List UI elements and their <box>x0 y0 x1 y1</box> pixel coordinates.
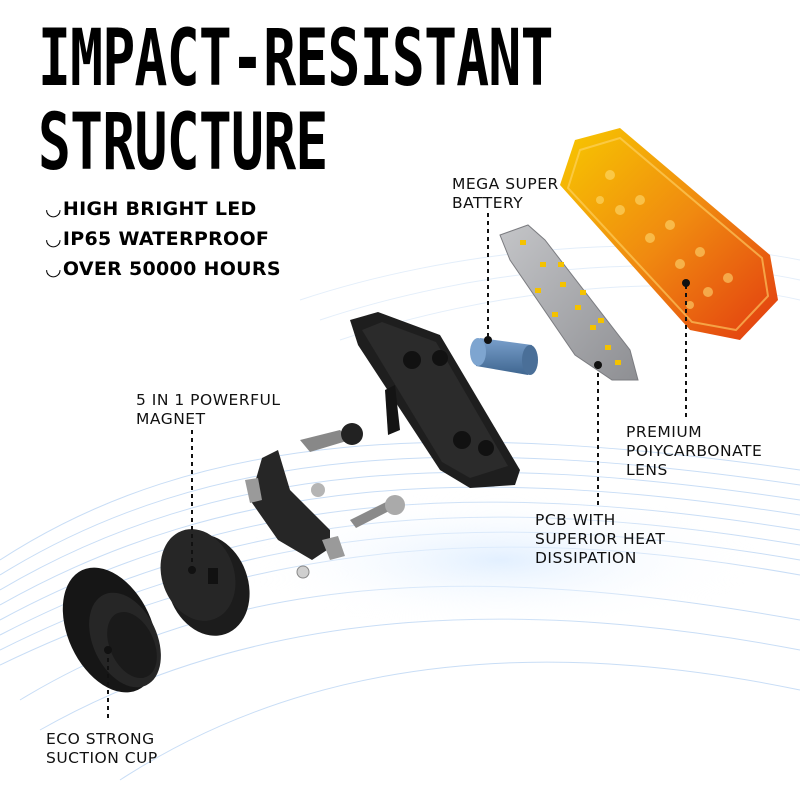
callout-line: SUCTION CUP <box>46 749 158 767</box>
hardware-parts <box>245 423 405 579</box>
callout-line: MEGA SUPER <box>452 175 559 193</box>
callout-line: POIYCARBONATE <box>626 442 763 460</box>
bullet-icon: ◡ <box>46 228 61 250</box>
callout-leaders <box>107 213 687 722</box>
bullet-icon: ◡ <box>46 198 61 220</box>
magnet-part <box>160 529 250 636</box>
callout-line: MAGNET <box>136 410 206 428</box>
feature-text: IP65 WATERPROOF <box>62 228 270 250</box>
callout-line: ECO STRONG <box>46 730 155 748</box>
callout-line: 5 IN 1 POWERFUL <box>136 391 281 409</box>
callout-line: SUPERIOR HEAT <box>535 530 666 548</box>
battery-part <box>470 338 538 375</box>
feature-item: ◡OVER 50000 HOURS <box>46 258 281 280</box>
feature-item: ◡IP65 WATERPROOF <box>46 228 269 250</box>
callout-magnet: 5 IN 1 POWERFUL MAGNET <box>136 391 281 429</box>
housing-part <box>350 312 520 488</box>
callout-battery: MEGA SUPER BATTERY <box>452 175 559 213</box>
suction-cup-part <box>62 567 161 693</box>
glow <box>240 490 760 630</box>
callout-pcb: PCB WITH SUPERIOR HEAT DISSIPATION <box>535 511 665 568</box>
title-line-1: IMPACT-RESISTANT <box>38 14 553 104</box>
callout-line: PREMIUM <box>626 423 703 441</box>
callout-line: PCB WITH <box>535 511 616 529</box>
callout-line: LENS <box>626 461 668 479</box>
callout-line: BATTERY <box>452 194 524 212</box>
callout-dots <box>104 279 690 654</box>
lens-part <box>560 128 778 340</box>
feature-text: OVER 50000 HOURS <box>62 258 281 280</box>
callout-line: DISSIPATION <box>535 549 637 567</box>
title-line-2: STRUCTURE <box>38 98 328 188</box>
feature-text: HIGH BRIGHT LED <box>62 198 257 220</box>
callout-lens: PREMIUM POIYCARBONATE LENS <box>626 423 762 480</box>
bullet-icon: ◡ <box>46 258 61 280</box>
pcb-part <box>499 224 639 381</box>
feature-item: ◡HIGH BRIGHT LED <box>46 198 257 220</box>
callout-suction: ECO STRONG SUCTION CUP <box>46 730 158 768</box>
